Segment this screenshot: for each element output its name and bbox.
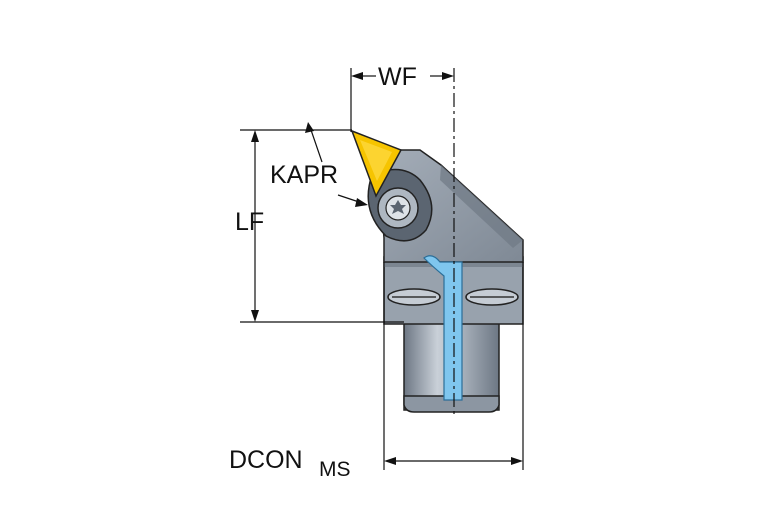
dcon-label: DCON: [229, 446, 303, 474]
dimension-lines: [240, 68, 524, 470]
dimension-arrows: [251, 72, 523, 465]
clamp-screw-left: [387, 288, 441, 306]
insert-clamp: [367, 168, 433, 242]
wf-label: WF: [378, 63, 417, 91]
dcon-subscript: MS: [319, 458, 351, 481]
clamp-screw-right: [465, 288, 519, 306]
kapr-label: KAPR: [270, 161, 338, 189]
cutting-insert: [350, 129, 403, 198]
lf-label: LF: [235, 208, 264, 236]
tool-holder: [350, 129, 524, 413]
coolant-channel: [423, 255, 463, 401]
